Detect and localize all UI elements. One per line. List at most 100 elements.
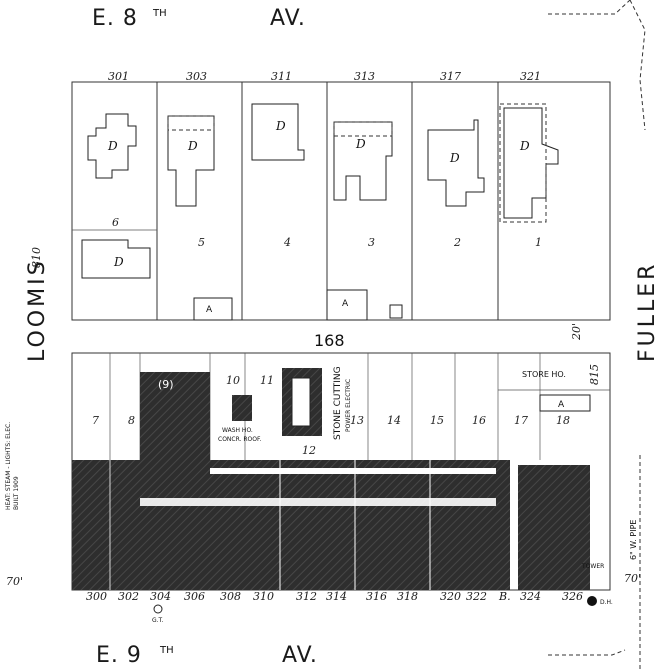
- heat-note-1: HEAT: STEAM - LIGHTS: ELEC.: [5, 422, 12, 510]
- east-dim-70: 70': [624, 572, 641, 585]
- address-324: 324: [520, 590, 541, 603]
- south-lot-numbers: 7 8 10 11 12 13 14 15 16 17 18: [92, 374, 570, 457]
- side-number-815: 815: [588, 364, 601, 385]
- address-322: 322: [466, 590, 487, 603]
- gas-tap-icon: [153, 604, 163, 614]
- dwelling-301-mark: D: [107, 139, 118, 153]
- south-street-label: E. 9 TH AV.: [96, 643, 318, 668]
- west-street-label: LOOMIS: [25, 258, 50, 362]
- lot-3: 3: [368, 236, 375, 249]
- dwelling-303-mark: D: [187, 139, 198, 153]
- west-dim-70: 70': [6, 575, 23, 588]
- north-street-label: E. 8 TH AV.: [92, 6, 306, 31]
- dwelling-301: [87, 113, 137, 179]
- east-dim-20: 20': [570, 323, 583, 341]
- east-street-label: FULLER: [635, 262, 656, 362]
- gas-tap-label: G.T.: [152, 617, 164, 624]
- address-317: 317: [440, 70, 461, 83]
- tower-building: [518, 465, 590, 590]
- lot-18: 18: [556, 414, 570, 427]
- power-electric-label: POWER ELECTRIC: [345, 379, 352, 432]
- shed-317: [389, 304, 403, 319]
- building-9-label: (9): [158, 378, 174, 391]
- heat-note-2: BUILT 1909: [13, 476, 20, 510]
- dwelling-317-mark: D: [449, 151, 460, 165]
- address-313: 313: [354, 70, 375, 83]
- hydrant-icon: [587, 596, 597, 606]
- address-304: 304: [150, 590, 171, 603]
- north-lot-numbers: 6 5 4 3 2 1: [112, 216, 542, 249]
- lot-2: 2: [453, 236, 461, 249]
- corner-dashed-line: [548, 0, 631, 15]
- wash-house-label: WASH HO.: [222, 427, 253, 434]
- address-303: 303: [186, 70, 207, 83]
- auto-house-313-mark: A: [342, 299, 349, 309]
- address-318: 318: [397, 590, 418, 603]
- dwelling-810-mark: D: [113, 255, 124, 269]
- dwelling-311: [251, 103, 305, 161]
- dwelling-313-mark: D: [355, 137, 366, 151]
- south-street-suffix: TH: [159, 645, 174, 656]
- lot-4: 4: [283, 236, 291, 249]
- south-east-dashed-line: [548, 649, 626, 656]
- north-outbuildings: A A: [193, 289, 403, 321]
- lot-12: 12: [302, 444, 316, 457]
- auto-house-313: [326, 289, 368, 321]
- dwelling-313: [333, 121, 393, 201]
- commercial-strip: [72, 460, 510, 590]
- north-street-suffix: TH: [152, 8, 167, 19]
- address-302: 302: [118, 590, 139, 603]
- address-311: 311: [271, 70, 292, 83]
- dwellings: D D D D D D D: [81, 103, 559, 279]
- address-b: B.: [498, 590, 511, 603]
- south-addresses: 300 302 304 306 308 310 312 314 316 318 …: [86, 590, 583, 603]
- lot-10: 10: [226, 374, 240, 387]
- auto-house-303: [193, 297, 233, 321]
- address-300: 300: [86, 590, 107, 603]
- block-number: 168: [314, 331, 345, 350]
- lot-6: 6: [112, 216, 119, 229]
- lot-7: 7: [92, 414, 99, 427]
- auto-house-303-mark: A: [206, 305, 213, 315]
- dwelling-321: [503, 107, 559, 219]
- north-street-type: AV.: [270, 6, 306, 31]
- auto-house-326: [539, 394, 591, 412]
- address-326: 326: [562, 590, 583, 603]
- dwelling-311-mark: D: [275, 119, 286, 133]
- lot-17: 17: [514, 414, 528, 427]
- east-dashed-line: [629, 0, 646, 131]
- lot-15: 15: [430, 414, 444, 427]
- lot-8: 8: [128, 414, 135, 427]
- dwelling-303: [167, 115, 215, 207]
- dwelling-321-mark: D: [519, 139, 530, 153]
- stone-cutting-label: STONE CUTTING: [333, 366, 343, 440]
- address-308: 308: [220, 590, 241, 603]
- north-street-name: E. 8: [92, 6, 138, 31]
- address-316: 316: [366, 590, 387, 603]
- address-310: 310: [253, 590, 274, 603]
- wash-house-roof-label: CONCR. ROOF.: [218, 436, 261, 443]
- lot-13: 13: [350, 414, 364, 427]
- side-number-810: 810: [30, 247, 43, 268]
- building-9: [140, 372, 210, 460]
- hydrant-label: D.H.: [600, 599, 613, 606]
- lot-1: 1: [535, 236, 542, 249]
- dwelling-317: [427, 119, 485, 207]
- tower-label: TOWER: [581, 563, 604, 570]
- wash-house: [232, 395, 252, 421]
- address-312: 312: [296, 590, 317, 603]
- south-street-type: AV.: [282, 643, 318, 668]
- store-house-label: STORE HO.: [522, 370, 566, 379]
- lot-5: 5: [198, 236, 205, 249]
- address-314: 314: [326, 590, 347, 603]
- address-320: 320: [440, 590, 461, 603]
- lot-11: 11: [260, 374, 274, 387]
- address-321: 321: [520, 70, 541, 83]
- lot-16: 16: [472, 414, 486, 427]
- lot-14: 14: [387, 414, 401, 427]
- address-306: 306: [184, 590, 205, 603]
- water-pipe-label: 6" W. PIPE: [629, 520, 638, 560]
- south-street-name: E. 9: [96, 643, 142, 668]
- address-301: 301: [108, 70, 129, 83]
